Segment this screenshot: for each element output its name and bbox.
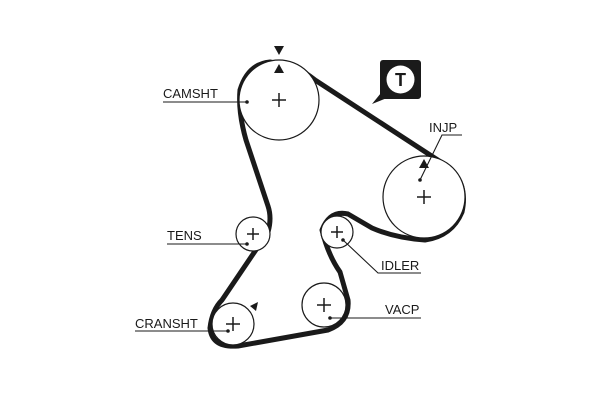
camshaft-label: CAMSHT: [163, 86, 218, 101]
idler-leader: [342, 239, 421, 274]
injection-pump-leader: [419, 134, 462, 181]
tensioner-label: TENS: [167, 228, 202, 243]
idler-label: IDLER: [381, 258, 419, 273]
vacuum-pump-pulley: [301, 282, 347, 328]
camshaft-pulley: [238, 59, 320, 141]
tensioner-pulley: [235, 216, 271, 252]
idler-pulley: [320, 215, 354, 249]
tension-badge-letter: T: [395, 70, 406, 90]
vacuum-pump-label: VACP: [385, 302, 419, 317]
injection-pump-pulley: [382, 155, 466, 239]
crankshaft-pulley: [211, 302, 255, 346]
injection-pump-label: INJP: [429, 120, 457, 135]
crankshaft-timing-mark-icon: [250, 302, 258, 311]
tension-badge: T: [372, 60, 421, 104]
camshaft-timing-mark-inner-icon: [274, 64, 284, 73]
camshaft-timing-mark-outer-icon: [274, 46, 284, 55]
crankshaft-label: CRANSHT: [135, 316, 198, 331]
